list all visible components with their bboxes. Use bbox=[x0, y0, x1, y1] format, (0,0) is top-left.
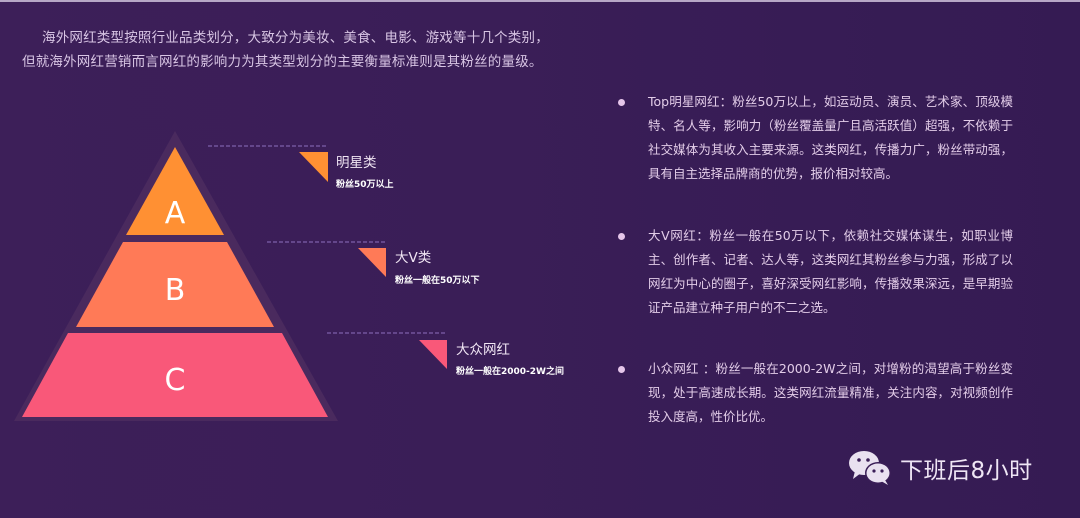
tier-sub-a: 粉丝50万以上 bbox=[336, 180, 394, 190]
pyramid-tier-a bbox=[126, 147, 224, 235]
bullet-dot-icon bbox=[618, 366, 625, 373]
bullet-dot-icon bbox=[618, 99, 625, 106]
tier-label-c: 大众网红 bbox=[456, 342, 510, 358]
brand-watermark: 下班后8小时 bbox=[848, 450, 1033, 486]
marker-triangle-c bbox=[419, 340, 447, 369]
wechat-icon bbox=[849, 451, 891, 485]
intro-line-1: 海外网红类型按照行业品类划分，大致分为美妆、美食、电影、游戏等十几个类别， bbox=[42, 30, 549, 46]
tier-label-b: 大V类 bbox=[395, 250, 432, 266]
marker-triangle-a bbox=[299, 152, 328, 182]
bullet-dot-icon bbox=[618, 233, 625, 240]
tier-letter-b: B bbox=[164, 273, 186, 308]
tier-label-a: 明星类 bbox=[336, 155, 377, 171]
top-border bbox=[0, 0, 1080, 2]
description-item-top: Top明星网红：粉丝50万以上，如运动员、演员、艺术家、顶级模特、名人等，影响力… bbox=[618, 90, 1013, 186]
pyramid-tier-c bbox=[22, 333, 328, 417]
description-item-niche: 小众网红 ：粉丝一般在2000-2W之间，对增粉的渴望高于粉丝变现，处于高速成长… bbox=[618, 357, 1013, 429]
description-text: 小众网红 ：粉丝一般在2000-2W之间，对增粉的渴望高于粉丝变现，处于高速成长… bbox=[648, 361, 1013, 424]
tier-sub-b: 粉丝一般在50万以下 bbox=[395, 276, 480, 286]
tier-letter-c: C bbox=[164, 363, 186, 398]
marker-triangle-b bbox=[358, 248, 386, 277]
brand-name: 下班后8小时 bbox=[900, 458, 1033, 484]
pyramid-tier-b bbox=[76, 242, 274, 327]
tier-letter-a: A bbox=[164, 196, 186, 231]
tier-sub-c: 粉丝一般在2000-2W之间 bbox=[456, 367, 564, 377]
description-item-bigv: 大V网红：粉丝一般在50万以下，依赖社交媒体谋生，如职业博主、创作者、记者、达人… bbox=[618, 224, 1013, 320]
intro-paragraph: 海外网红类型按照行业品类划分，大致分为美妆、美食、电影、游戏等十几个类别， 但就… bbox=[22, 26, 602, 74]
description-text: 大V网红：粉丝一般在50万以下，依赖社交媒体谋生，如职业博主、创作者、记者、达人… bbox=[648, 228, 1013, 315]
description-text: Top明星网红：粉丝50万以上，如运动员、演员、艺术家、顶级模特、名人等，影响力… bbox=[648, 94, 1013, 181]
intro-line-2: 但就海外网红营销而言网红的影响力为其类型划分的主要衡量标准则是其粉丝的量级。 bbox=[22, 54, 543, 70]
